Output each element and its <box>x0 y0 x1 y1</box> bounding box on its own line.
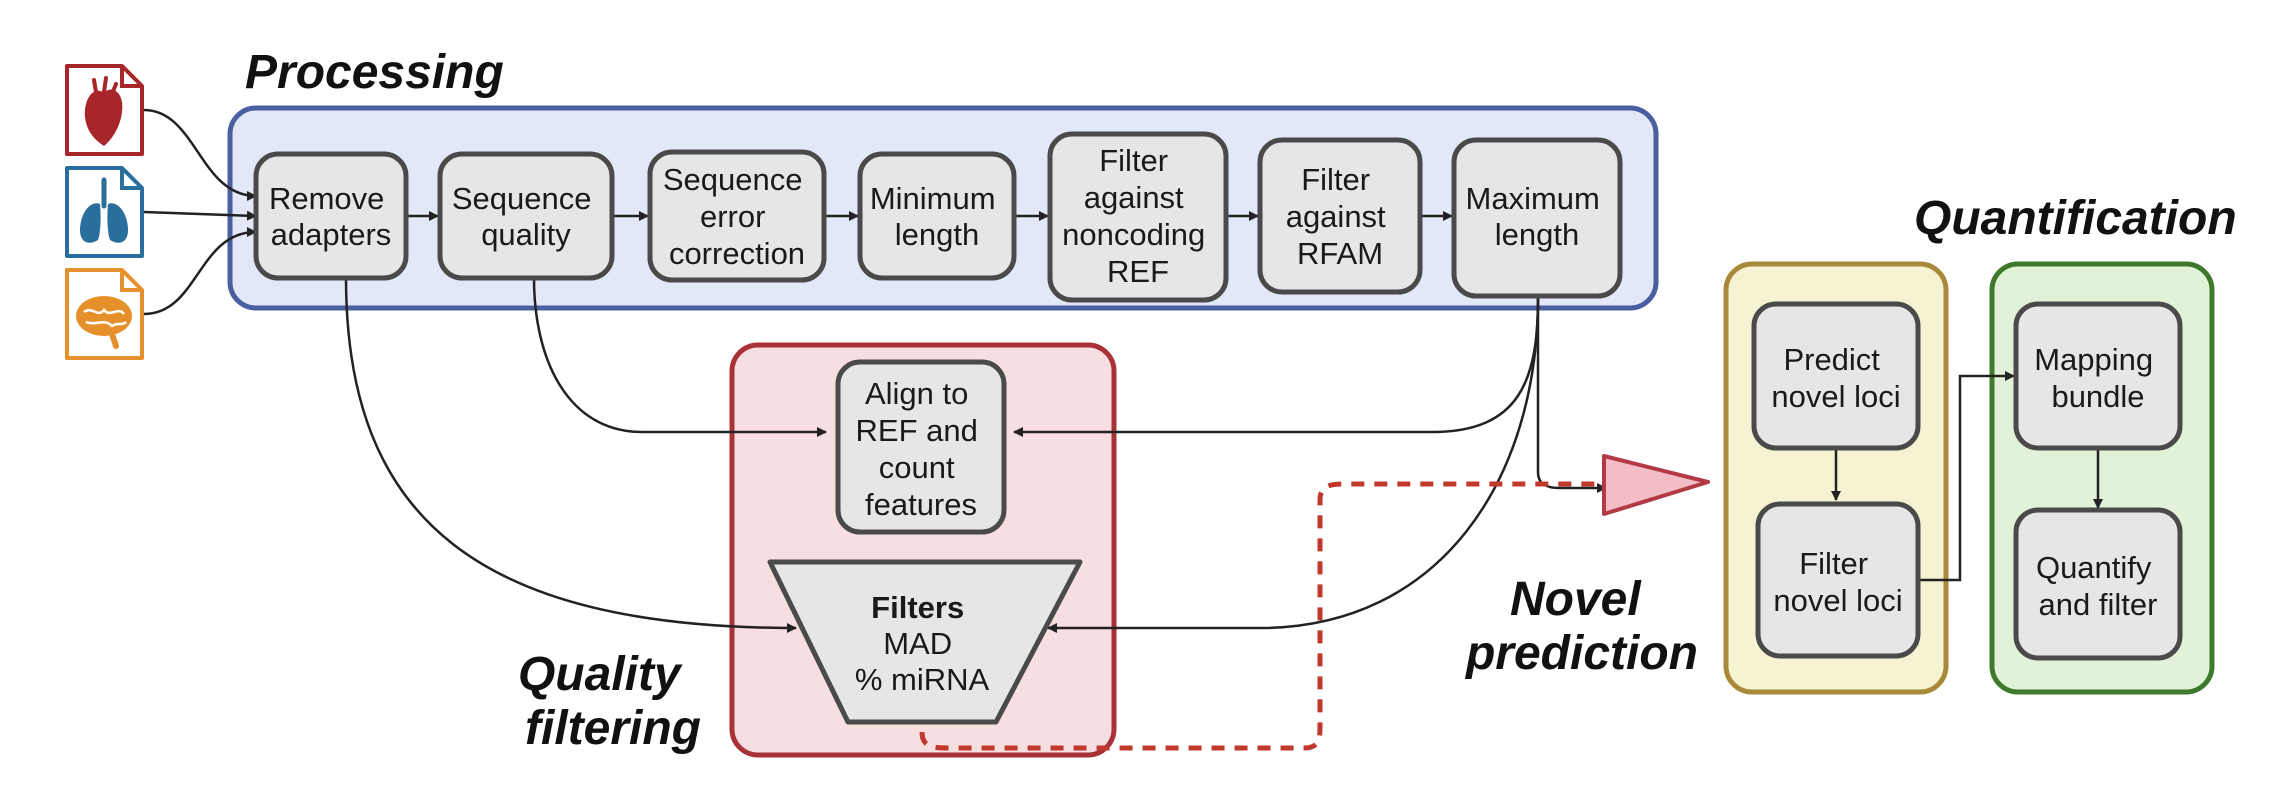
node-sequence-quality: Sequence quality <box>437 151 615 281</box>
node-label-line: length <box>895 217 979 252</box>
node-label-line: Filter <box>1099 143 1168 178</box>
svg-text:Quantify and filter: Quantify and filter <box>2036 550 2160 622</box>
node-label-line: Filter <box>1799 546 1868 581</box>
node-label-line: Mapping <box>2034 342 2153 377</box>
node-mapping-bundle: Mapping bundle <box>2013 301 2183 451</box>
node-label-line: quality <box>481 217 571 252</box>
node-label-line: Sequence <box>663 162 803 197</box>
svg-text:Predict novel loci: Predict novel loci <box>1771 342 1900 414</box>
quality-filtering-title-line: filtering <box>525 702 701 755</box>
node-label-line: Predict <box>1783 342 1880 377</box>
connector-quality-to-align <box>532 277 827 437</box>
svg-text:Mapping bundle: Mapping bundle <box>2034 342 2162 414</box>
svg-text:Sequence quality: Sequence quality <box>452 181 600 252</box>
node-label-line: and filter <box>2039 587 2158 622</box>
svg-text:Sequence error cor: Sequence error correction <box>663 162 811 271</box>
node-label-line: noncoding <box>1062 217 1205 252</box>
connector-filter-to-mapping <box>1918 371 2015 582</box>
node-label-line: error <box>700 199 765 234</box>
node-label-line: novel loci <box>1771 379 1900 414</box>
node-align-to-ref: Align to REF and count features <box>835 359 1007 535</box>
node-label-line: RFAM <box>1297 236 1383 271</box>
node-label-line: adapters <box>271 217 392 252</box>
svg-text:Maximum length: Maximum length <box>1466 181 1609 252</box>
svg-text:Filter against RFA: Filter against RFAM <box>1286 162 1395 271</box>
node-remove-adapters: Remove adapters <box>253 151 409 281</box>
node-sequence-error-correction: Sequence error correction <box>647 149 827 283</box>
node-label-line: against <box>1286 199 1386 234</box>
node-label-line: features <box>865 487 977 522</box>
node-label-line: length <box>1495 217 1579 252</box>
node-label-line: Filter <box>1301 162 1370 197</box>
connector-maximum-to-filters <box>1047 297 1540 633</box>
node-label-line: Remove <box>269 181 384 216</box>
node-label-line: Minimum <box>870 181 996 216</box>
node-label-line: count <box>879 450 955 485</box>
brain-file-icon <box>65 268 144 360</box>
novel-prediction-title-line: prediction <box>1464 627 1698 680</box>
connector-maximum-to-triangle <box>1536 298 1607 493</box>
quantification-title: Quantification <box>1914 192 2237 245</box>
connector-brain-to-remove <box>143 227 257 316</box>
connector-remove-to-filters <box>344 277 797 633</box>
node-label-line: Maximum <box>1466 181 1600 216</box>
node-quantify-and-filter: Quantify and filter <box>2013 507 2183 661</box>
filters-item: % miRNA <box>855 662 990 697</box>
connector-lungs-to-remove <box>143 210 257 221</box>
svg-text:Align to REF and c: Align to REF and count features <box>856 376 987 522</box>
node-label-line: novel loci <box>1773 583 1902 618</box>
svg-text:Minimum length: Minimum length <box>870 181 1004 252</box>
node-label-line: Sequence <box>452 181 592 216</box>
node-predict-novel-loci: Predict novel loci <box>1751 301 1921 451</box>
quality-filtering-title-line: Quality <box>518 648 683 701</box>
heart-file-icon <box>65 64 144 156</box>
lungs-file-icon <box>65 166 144 258</box>
node-label-line: against <box>1084 180 1184 215</box>
node-minimum-length: Minimum length <box>857 151 1017 281</box>
dashed-connector-filters-to-novel <box>919 481 1600 751</box>
node-filter-novel-loci: Filter novel loci <box>1755 501 1921 659</box>
filters-title: Filters <box>871 590 964 625</box>
node-filter-rfam: Filter against RFAM <box>1257 137 1423 295</box>
processing-title: Processing <box>245 46 504 99</box>
node-filter-noncoding: Filter against noncoding REF <box>1047 131 1229 303</box>
svg-text:Filters MAD % miRN: Filters MAD % miRNA <box>855 590 990 697</box>
svg-text:Filter novel loci: Filter novel loci <box>1773 546 1902 618</box>
node-label-line: REF <box>1107 254 1169 289</box>
node-filters-funnel: Filters MAD % miRNA <box>767 559 1083 725</box>
node-label-line: bundle <box>2051 379 2144 414</box>
novel-prediction-title: Novel prediction <box>1464 573 1698 680</box>
node-label-line: Quantify <box>2036 550 2152 585</box>
connector-heart-to-remove <box>143 108 257 201</box>
novel-prediction-triangle <box>1602 454 1710 516</box>
node-maximum-length: Maximum length <box>1451 137 1623 299</box>
svg-text:Remove adapters: Remove adapters <box>269 181 393 252</box>
node-label-line: correction <box>669 236 805 271</box>
node-label-line: Align to <box>865 376 968 411</box>
filters-item: MAD <box>883 626 952 661</box>
novel-prediction-title-line: Novel <box>1510 573 1642 626</box>
quality-filtering-title: Quality filtering <box>518 648 701 755</box>
svg-text:Filter against non: Filter against noncoding REF <box>1062 143 1214 289</box>
node-label-line: REF and <box>856 413 978 448</box>
